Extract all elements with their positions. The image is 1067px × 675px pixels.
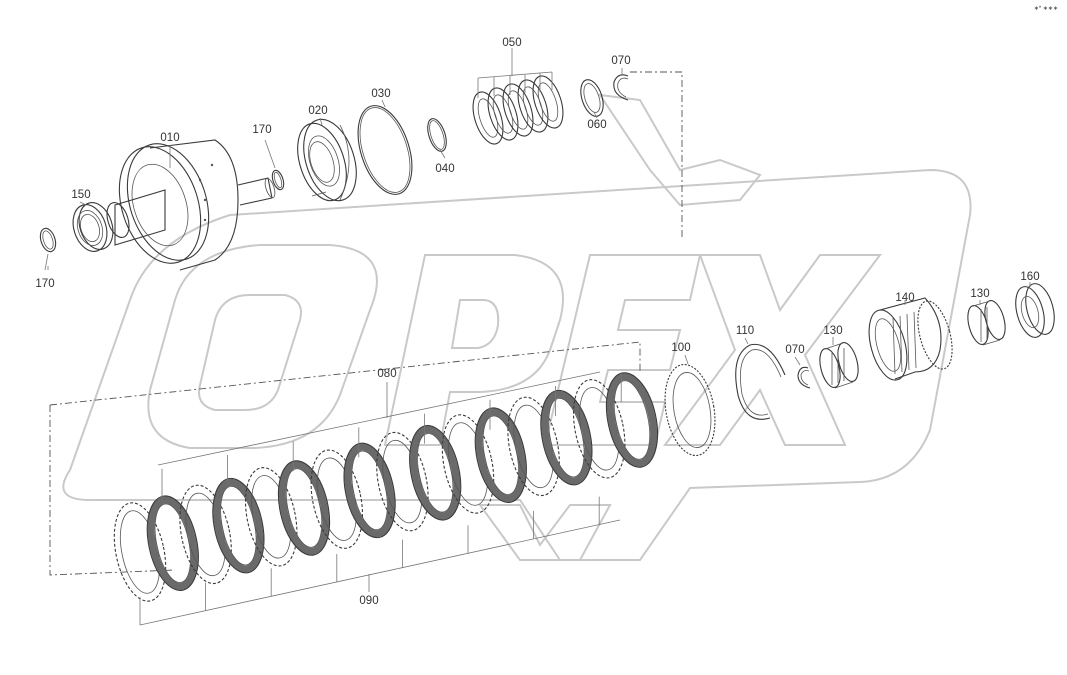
steel-disc <box>244 467 298 567</box>
label-170-lower: 170 <box>35 278 54 290</box>
label-070-lower: 070 <box>785 344 804 356</box>
clutch-disc-stack <box>113 372 659 602</box>
label-090: 090 <box>359 595 378 607</box>
steel-disc <box>113 502 167 602</box>
label-050: 050 <box>502 37 521 49</box>
part-130-needle-bearing-left <box>819 341 859 389</box>
label-080: 080 <box>377 368 396 380</box>
part-100-toothed-ring <box>664 363 716 457</box>
label-100: 100 <box>671 342 690 354</box>
corner-mark: ∗* ∗∗∗ <box>1034 6 1058 12</box>
part-170-snap-ring-left <box>39 227 57 253</box>
disc-spring <box>472 91 504 145</box>
label-040: 040 <box>435 163 454 175</box>
part-110-snap-ring <box>735 343 786 420</box>
label-070-upper: 070 <box>611 55 630 67</box>
label-020: 020 <box>308 105 327 117</box>
label-140: 140 <box>895 292 914 304</box>
friction-disc <box>277 460 331 556</box>
friction-disc <box>146 495 199 591</box>
part-030-seal-ring <box>357 105 413 195</box>
friction-disc <box>212 477 265 574</box>
label-160: 160 <box>1020 271 1039 283</box>
label-060: 060 <box>587 119 606 131</box>
disc-spring <box>487 87 519 141</box>
label-130-left: 130 <box>823 325 842 337</box>
gear-and-bearings-group <box>664 283 1055 457</box>
steel-disc <box>376 431 429 532</box>
friction-disc <box>540 389 593 486</box>
opex-watermark: ∗* ∗∗∗ <box>62 6 1058 561</box>
part-010-clutch-carrier <box>106 139 276 271</box>
leader-lines <box>44 48 1031 626</box>
part-070-circlip-upper <box>613 74 629 101</box>
friction-disc <box>409 425 462 521</box>
label-030: 030 <box>371 88 390 100</box>
steel-disc <box>572 379 626 479</box>
part-140-gear <box>868 297 953 381</box>
label-010: 010 <box>160 132 179 144</box>
friction-disc <box>605 372 659 468</box>
part-150-bearing <box>72 202 114 252</box>
group-boundaries <box>49 71 683 576</box>
label-130-right: 130 <box>970 288 989 300</box>
label-170-upper: 170 <box>252 124 271 136</box>
part-170-snap-ring-upper <box>271 169 285 191</box>
steel-disc <box>507 396 560 497</box>
part-130-needle-bearing-right <box>967 299 1006 346</box>
part-020-piston <box>297 118 357 202</box>
steel-disc <box>179 484 232 585</box>
part-160-bearing <box>1015 283 1055 338</box>
part-labels: 010 020 030 040 050 060 070 070 080 090 … <box>35 37 1039 607</box>
label-150: 150 <box>71 189 90 201</box>
part-070-circlip-lower <box>797 366 811 389</box>
clutch-carrier-group <box>39 74 629 271</box>
friction-disc <box>343 442 396 539</box>
part-050-disc-springs <box>472 75 564 145</box>
label-110: 110 <box>736 325 754 337</box>
part-040-seal <box>427 118 447 152</box>
part-060-ring <box>580 79 604 117</box>
friction-disc <box>474 407 527 503</box>
